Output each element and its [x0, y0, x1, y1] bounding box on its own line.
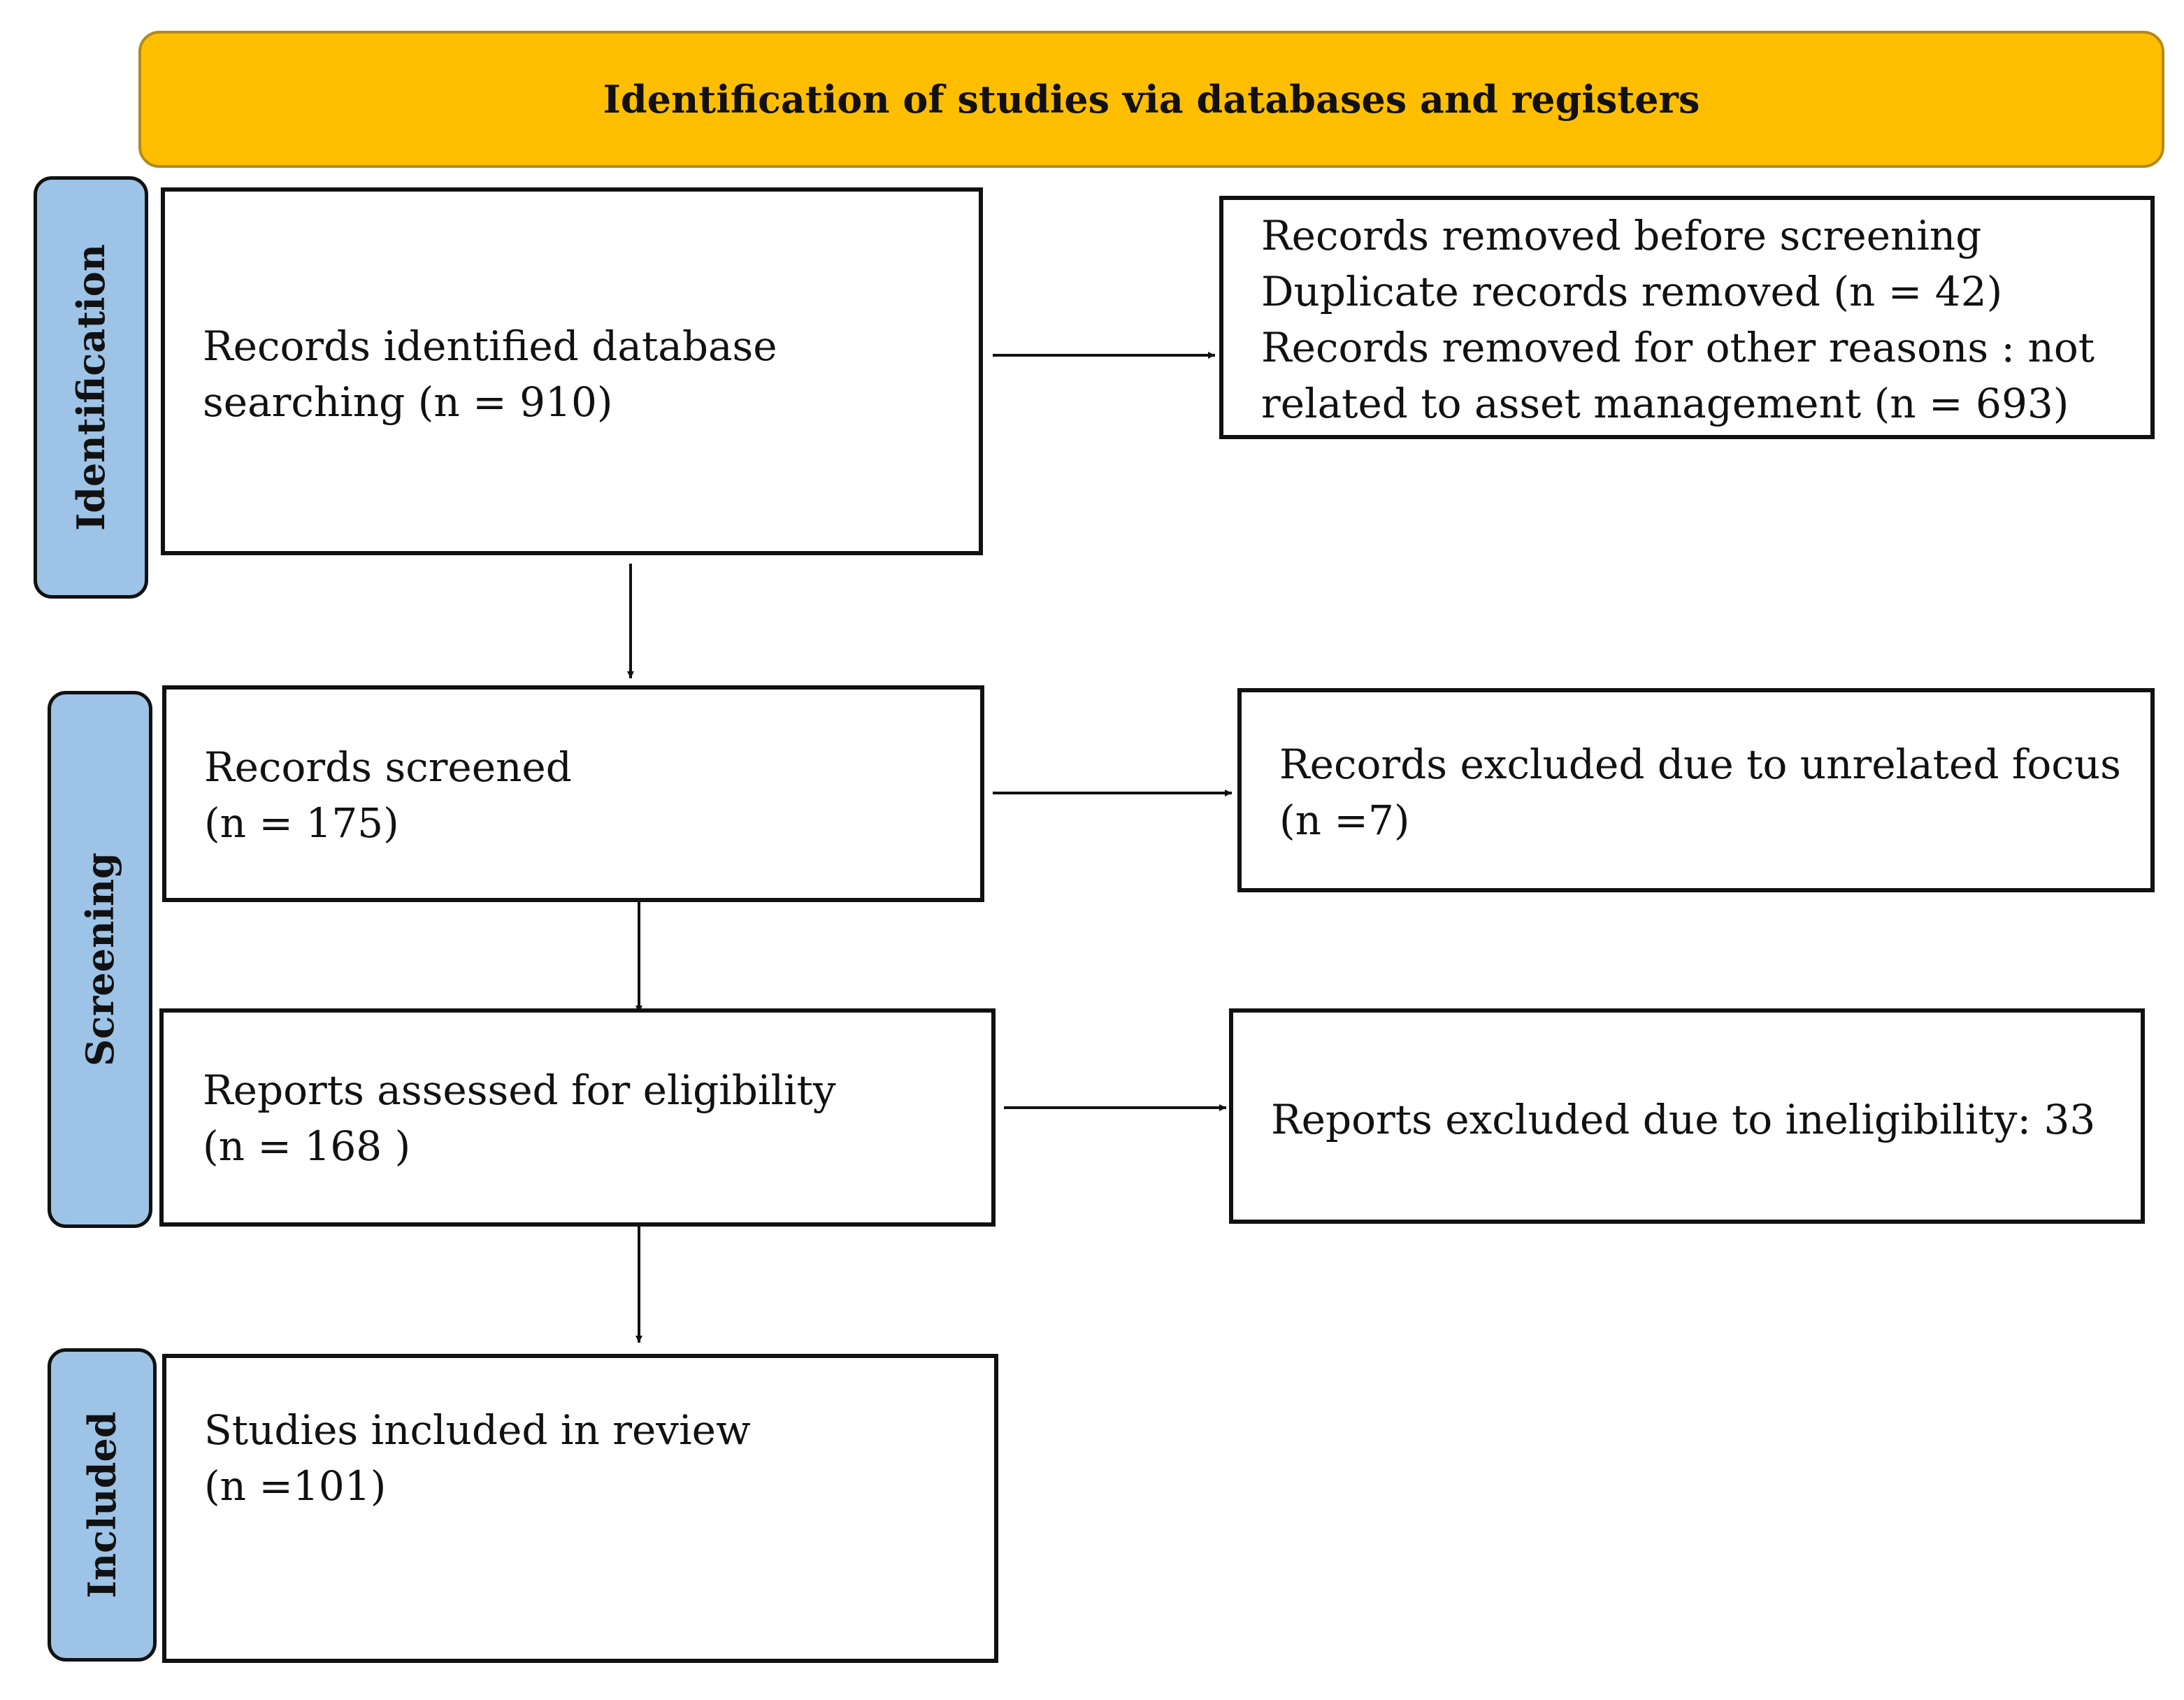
records-screened-line-1: Records screened — [204, 743, 572, 791]
stage-label-screening: Screening — [48, 691, 152, 1228]
records-excluded-box: Records excluded due to unrelated focus … — [1237, 688, 2155, 892]
reports-assessed-box: Reports assessed for eligibility (n = 16… — [159, 1008, 996, 1227]
reports-assessed-line-2: (n = 168 ) — [203, 1122, 411, 1170]
records-identified-line-2: searching (n = 910) — [203, 378, 613, 426]
records-removed-line-3: Records removed for other reasons : not — [1261, 324, 2095, 371]
records-removed-line-2: Duplicate records removed (n = 42) — [1261, 268, 2003, 315]
records-excluded-line-2: (n =7) — [1279, 797, 1410, 844]
stage-label-included: Included — [48, 1348, 157, 1662]
records-screened-box: Records screened (n = 175) — [162, 685, 984, 902]
records-excluded-line-1: Records excluded due to unrelated focus — [1279, 741, 2121, 788]
stage-label-identification: Identification — [34, 176, 148, 599]
identification-header-banner: Identification of studies via databases … — [138, 31, 2164, 168]
studies-included-line-1: Studies included in review — [204, 1406, 751, 1454]
records-removed-line-4: related to asset management (n = 693) — [1261, 380, 2069, 427]
records-identified-line-1: Records identified database — [203, 322, 777, 370]
records-identified-box: Records identified database searching (n… — [161, 187, 983, 555]
reports-excluded-box: Reports excluded due to ineligibility: 3… — [1229, 1008, 2145, 1224]
studies-included-line-2: (n =101) — [204, 1462, 387, 1510]
studies-included-box: Studies included in review (n =101) — [162, 1354, 998, 1663]
records-removed-box: Records removed before screening Duplica… — [1219, 196, 2155, 439]
reports-assessed-line-1: Reports assessed for eligibility — [203, 1066, 836, 1114]
reports-excluded-line-1: Reports excluded due to ineligibility: 3… — [1271, 1096, 2096, 1143]
records-screened-line-2: (n = 175) — [204, 799, 399, 847]
header-title: Identification of studies via databases … — [603, 77, 1700, 122]
records-removed-line-1: Records removed before screening — [1261, 212, 1982, 259]
